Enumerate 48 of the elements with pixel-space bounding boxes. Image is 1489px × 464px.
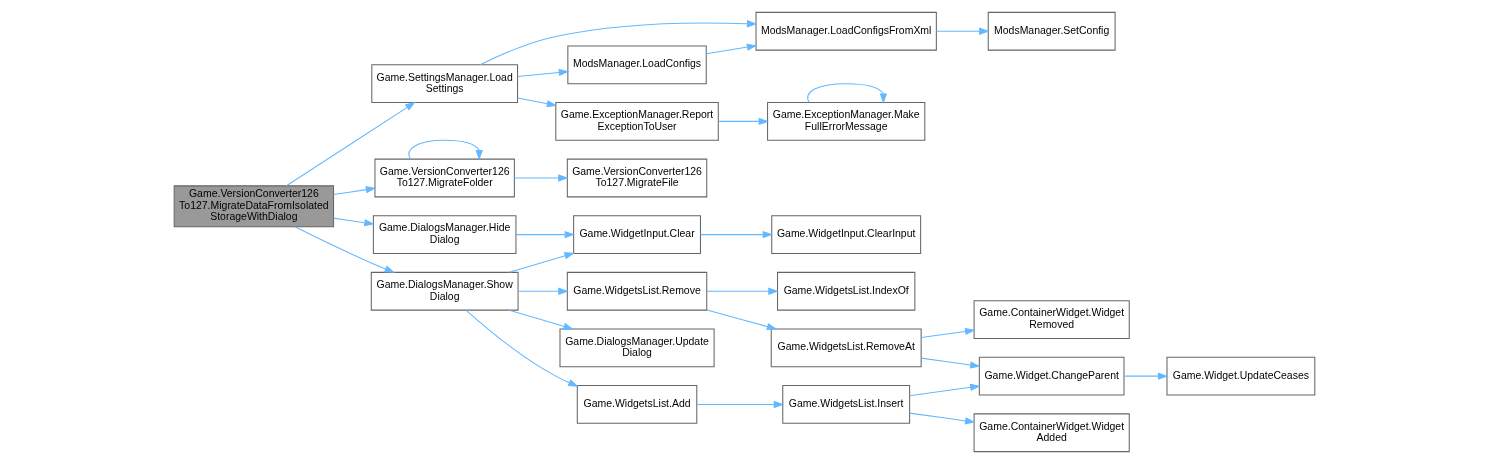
- arrow: [717, 117, 770, 126]
- arrow: [909, 412, 976, 425]
- arrow: [285, 101, 416, 187]
- arrow: [517, 68, 570, 78]
- arrow: [909, 383, 981, 397]
- arrow: [508, 309, 574, 330]
- arrow: [920, 357, 981, 369]
- arrow: [935, 27, 990, 35]
- arrow: [479, 20, 758, 66]
- node-box: Game.VersionConverter126 To127.MigrateDataFromIsolated StorageWithDialog: [173, 185, 335, 228]
- arrow: [920, 327, 976, 339]
- arrow: [465, 309, 579, 387]
- node-box: Game.VersionConverter126 To127.MigrateFile: [566, 158, 708, 198]
- node-box: Game.DialogsManager.Update Dialog: [559, 328, 715, 368]
- node-box: Game.WidgetInput.ClearInput: [771, 215, 922, 254]
- arrow: [705, 43, 758, 55]
- arrow: [333, 217, 375, 227]
- arrow: [699, 230, 774, 239]
- node-box: Game.WidgetsList.Remove: [566, 271, 708, 311]
- arrow: [517, 287, 569, 295]
- arrow: [294, 226, 396, 273]
- arrow: [508, 252, 575, 273]
- node-box: Game.WidgetsList.Add: [576, 385, 698, 424]
- node-box: Game.WidgetsList.IndexOf: [777, 271, 916, 311]
- node-box: Game.WidgetsList.RemoveAt: [770, 328, 922, 368]
- node-box: Game.ExceptionManager.Report ExceptionToUser: [555, 102, 719, 141]
- arrow: [517, 97, 558, 108]
- node-box: ModsManager.LoadConfigsFromXml: [755, 11, 937, 51]
- arrow: [1123, 372, 1169, 380]
- node-box: Game.ContainerWidget.Widget Removed: [973, 300, 1130, 339]
- node-box: ModsManager.LoadConfigs: [567, 45, 707, 85]
- arrow: [513, 174, 569, 182]
- node-box: Game.Widget.ChangeParent: [978, 356, 1125, 396]
- arrow: [515, 230, 576, 239]
- node-box: Game.ContainerWidget.Widget Added: [973, 413, 1130, 453]
- node-box: Game.WidgetInput.Clear: [573, 215, 701, 254]
- node-box: Game.WidgetsList.Insert: [782, 385, 911, 424]
- arrow: [706, 309, 778, 331]
- node-box: Game.VersionConverter126 To127.MigrateFolder: [374, 158, 515, 198]
- arrow: [706, 287, 779, 295]
- node-box: Game.DialogsManager.Hide Dialog: [372, 215, 517, 254]
- node-box: Game.DialogsManager.Show Dialog: [370, 271, 519, 311]
- node-box: Game.ExceptionManager.Make FullErrorMessage: [767, 102, 926, 141]
- arrow: [333, 186, 377, 196]
- node-box: Game.Widget.UpdateCeases: [1166, 356, 1316, 396]
- node-box: ModsManager.SetConfig: [987, 11, 1116, 51]
- node-box: Game.SettingsManager.Load Settings: [371, 64, 519, 104]
- arrow: [696, 400, 785, 409]
